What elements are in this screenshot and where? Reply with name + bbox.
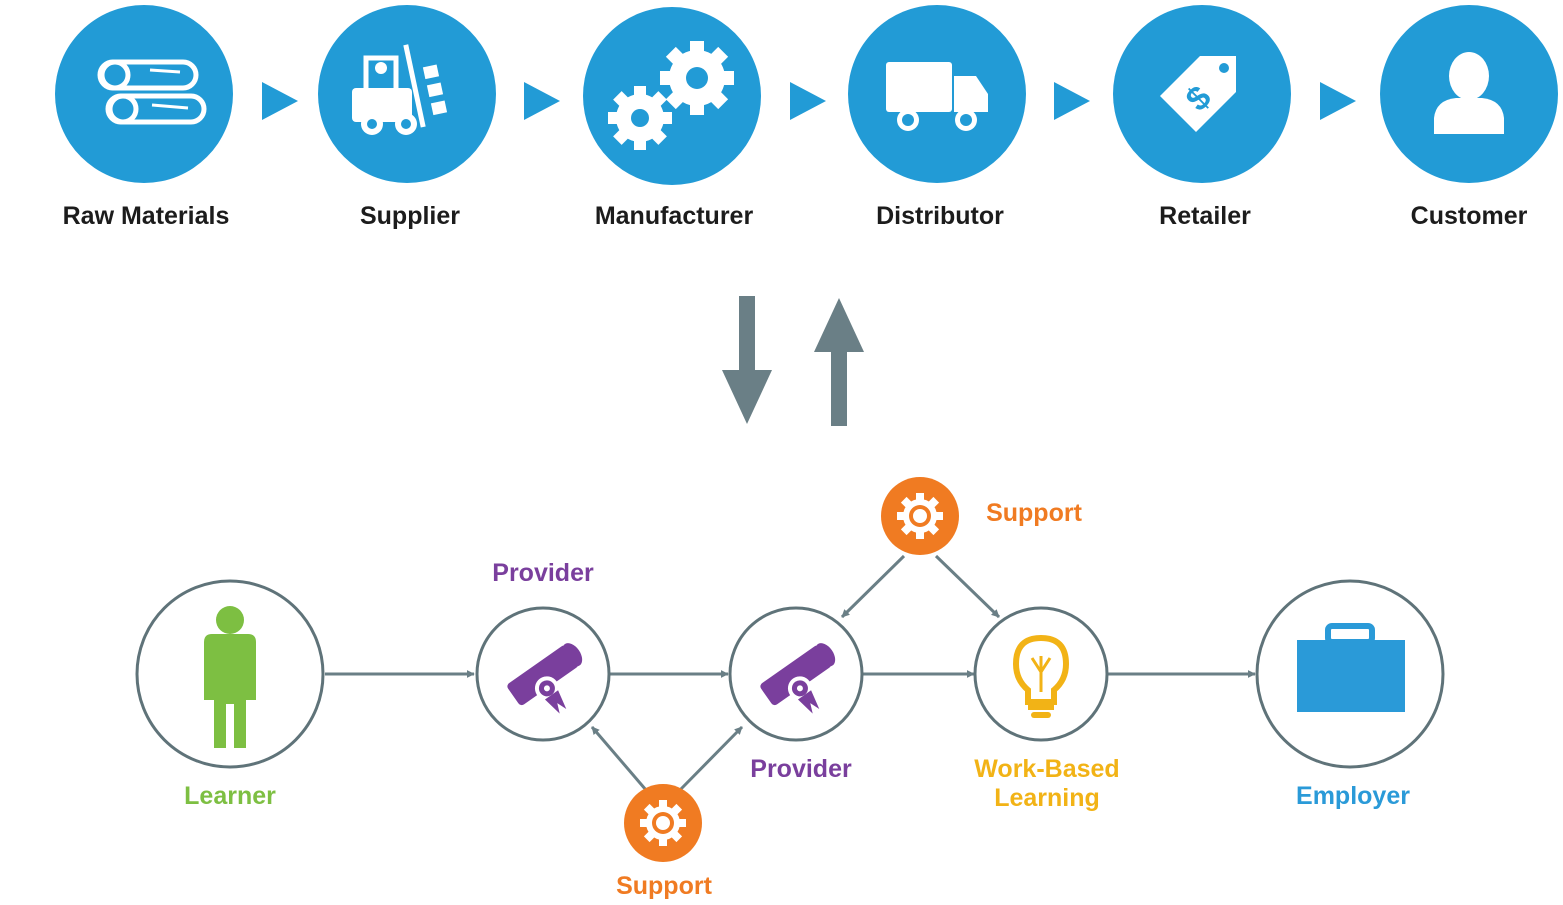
node-support-bottom: Support — [616, 784, 713, 900]
price-tag-icon: $ — [1160, 56, 1236, 132]
connector-arrows — [722, 296, 864, 426]
node-label: Support — [986, 499, 1082, 527]
node-label: Provider — [492, 559, 594, 587]
lightbulb-icon — [1012, 634, 1070, 718]
node-learner: Learner — [135, 579, 325, 810]
stage-manufacturer: Manufacturer — [583, 7, 761, 230]
forklift-icon — [352, 44, 448, 135]
talent-pipeline: Learner Provider — [135, 477, 1445, 900]
flow-arrow-3 — [790, 82, 826, 120]
arrow-down-icon — [722, 296, 772, 424]
node-label: Provider — [750, 755, 852, 783]
node-label: Employer — [1296, 782, 1410, 810]
flow-arrow-5 — [1320, 82, 1356, 120]
node-label: Support — [616, 872, 712, 900]
arrow-up-icon — [814, 298, 864, 426]
stage-raw-materials: Raw Materials — [55, 5, 233, 230]
stage-label: Raw Materials — [63, 202, 230, 230]
stage-label: Customer — [1411, 202, 1528, 230]
flow-arrow-4 — [1054, 82, 1090, 120]
diploma-icon — [760, 643, 836, 714]
truck-icon — [886, 62, 988, 131]
node-provider-2: Provider — [728, 606, 864, 783]
stage-label: Supplier — [360, 202, 460, 230]
stage-label: Distributor — [876, 202, 1004, 230]
stage-supplier: Supplier — [318, 5, 496, 230]
node-provider-1: Provider — [475, 559, 611, 742]
gears-icon — [608, 41, 734, 150]
flow-arrow-2 — [524, 82, 560, 120]
node-work-based-learning: Work-Based Learning — [973, 606, 1120, 812]
node-label: Learner — [184, 782, 276, 810]
diploma-icon — [507, 643, 583, 714]
briefcase-icon — [1297, 623, 1405, 712]
stage-retailer: $ Retailer — [1113, 5, 1291, 230]
person-icon — [204, 606, 256, 748]
stage-customer: Customer — [1380, 5, 1558, 230]
flow-arrow-1 — [262, 82, 298, 120]
stage-distributor: Distributor — [848, 5, 1026, 230]
logs-icon — [97, 59, 207, 125]
person-icon — [1434, 52, 1504, 134]
stage-label: Manufacturer — [595, 202, 754, 230]
supply-chain-row: Raw Materials Supplier — [55, 5, 1558, 230]
stage-label: Retailer — [1159, 202, 1251, 230]
node-label-line-1: Work-Based — [974, 755, 1119, 783]
node-support-top: Support — [881, 477, 1083, 555]
node-label-line-2: Learning — [994, 784, 1100, 812]
node-employer: Employer — [1255, 579, 1445, 810]
pipeline-connectors — [325, 554, 1256, 792]
